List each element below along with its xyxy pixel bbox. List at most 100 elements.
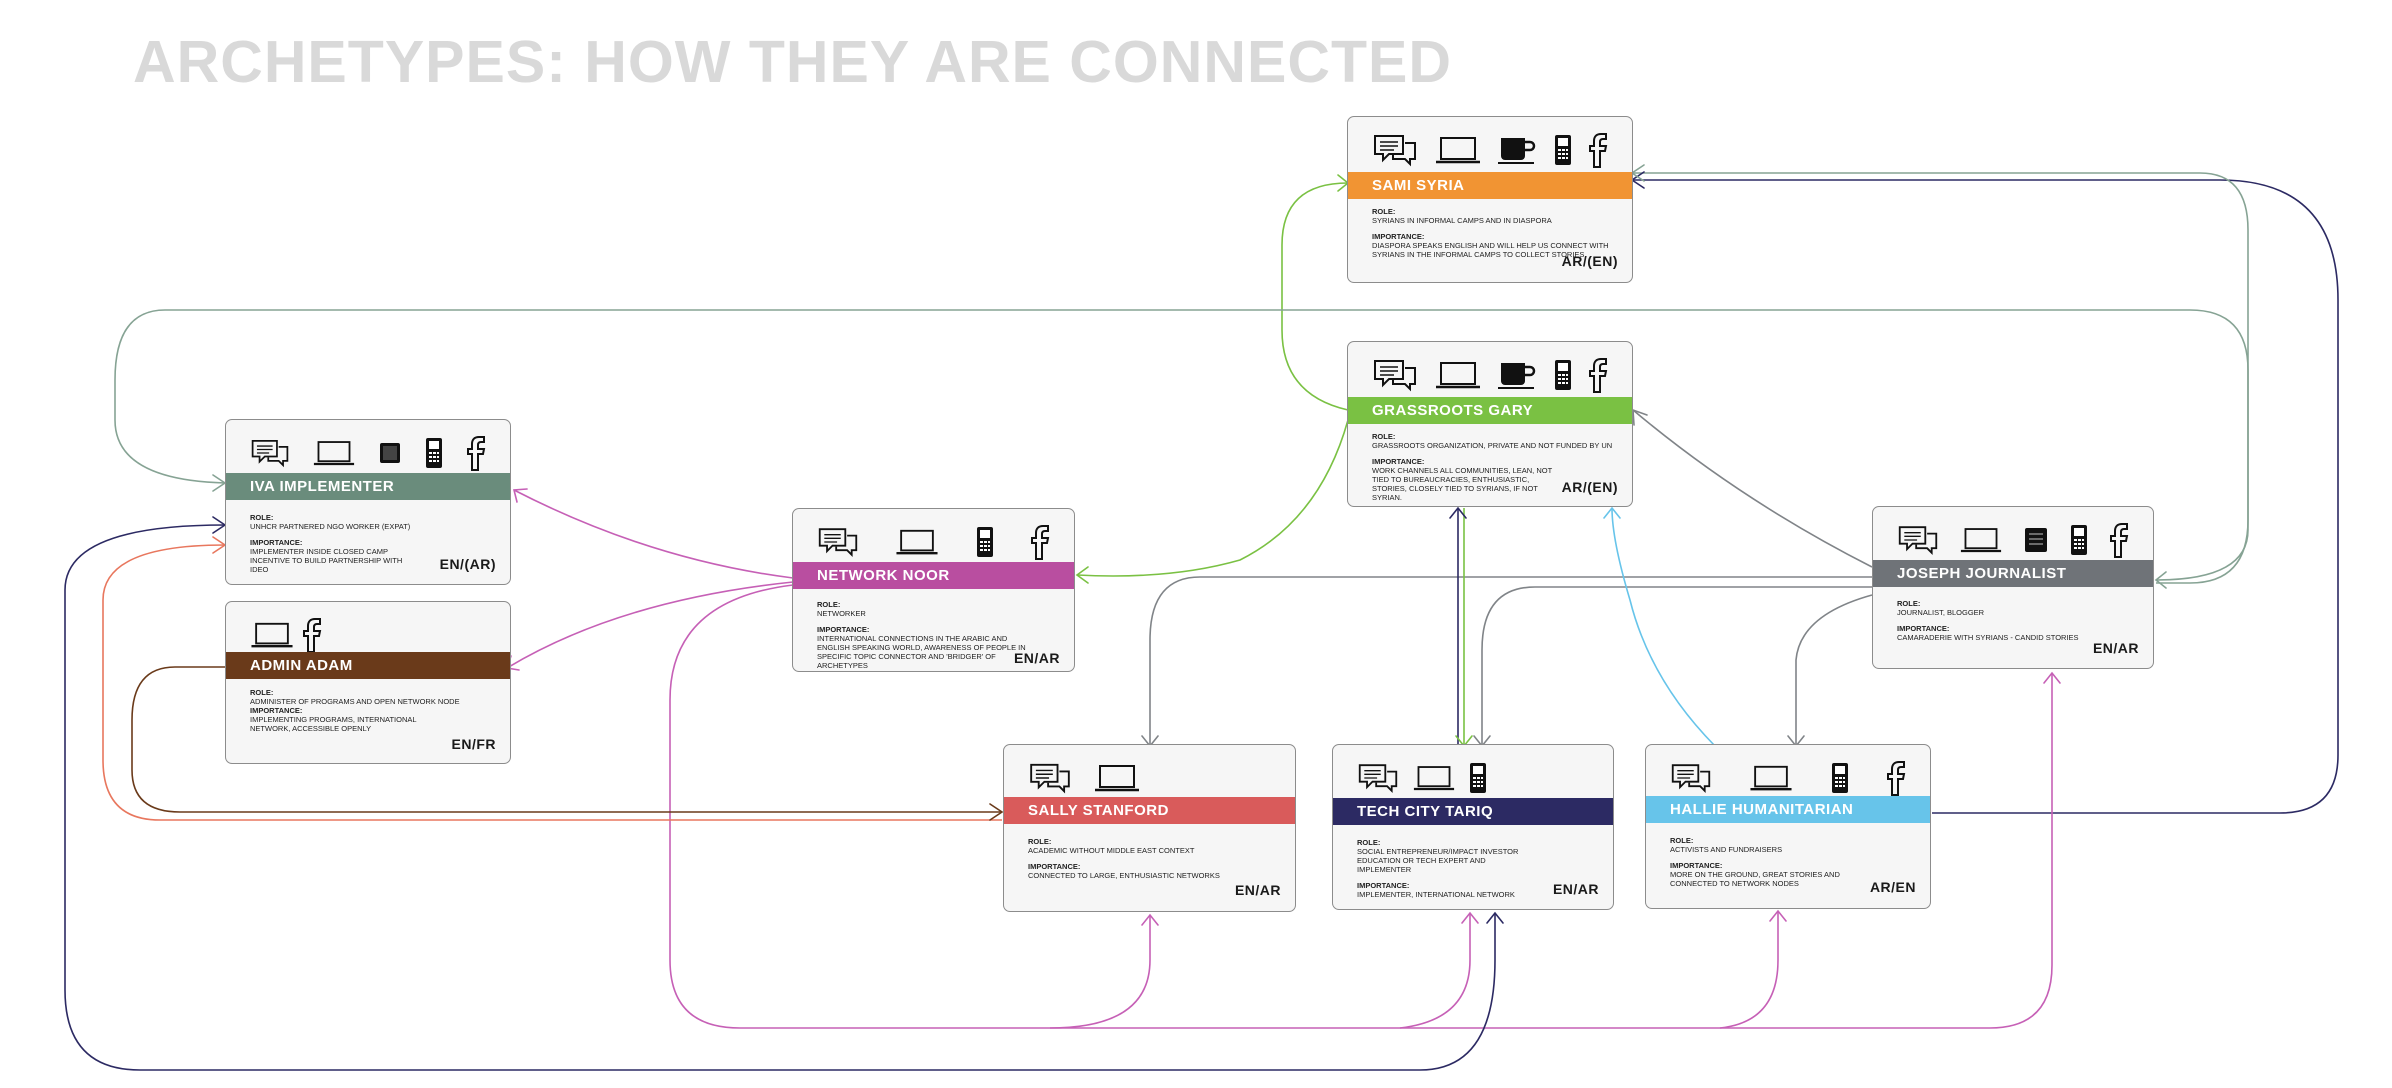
connector-sally-iva	[102, 544, 1002, 821]
role-label: ROLE:	[1357, 838, 1381, 847]
connector-hallie-sami	[1632, 179, 2339, 814]
phone-icon	[425, 432, 443, 474]
role-text: SOCIAL ENTREPRENEUR/IMPACT INVESTOR EDUC…	[1357, 847, 1519, 874]
facebook-icon	[466, 432, 486, 474]
connector-noor-bottom-loop	[669, 584, 2053, 1029]
connector-joseph-tariq	[1481, 586, 1872, 746]
role-text: ACADEMIC WITHOUT MIDDLE EAST CONTEXT	[1028, 846, 1195, 855]
importance-label: IMPORTANCE:	[1357, 881, 1410, 890]
card-hallie-humanitarian: HALLIE HUMANITARIAN ROLE: ACTIVISTS AND …	[1645, 744, 1931, 909]
card-name: TECH CITY TARIQ	[1333, 798, 1613, 825]
language-label: EN/FR	[451, 736, 496, 752]
role-text: ADMINISTER OF PROGRAMS AND OPEN NETWORK …	[250, 697, 460, 706]
language-label: AR/(EN)	[1561, 253, 1618, 269]
importance-label: IMPORTANCE:	[1028, 862, 1081, 871]
laptop-icon	[1413, 757, 1455, 799]
card-sami-syria: SAMI SYRIA ROLE: SYRIANS IN INFORMAL CAM…	[1347, 116, 1633, 283]
importance-text: IMPLEMENTER INSIDE CLOSED CAMP INCENTIVE…	[250, 547, 403, 574]
card-icons	[1372, 354, 1608, 396]
phone-icon	[1554, 129, 1572, 171]
card-name: SAMI SYRIA	[1348, 172, 1632, 199]
role-text: UNHCR PARTNERED NGO WORKER (EXPAT)	[250, 522, 411, 531]
role-label: ROLE:	[1372, 432, 1396, 441]
card-name: SALLY STANFORD	[1004, 797, 1295, 824]
laptop-icon	[313, 432, 355, 474]
card-name: HALLIE HUMANITARIAN	[1646, 796, 1930, 823]
card-icons	[1372, 129, 1608, 171]
laptop-icon	[1749, 757, 1793, 799]
connector-joseph-iva	[114, 309, 2249, 584]
language-label: EN/AR	[2092, 640, 2139, 656]
card-name: JOSEPH JOURNALIST	[1873, 560, 2153, 587]
tablet-icon	[378, 432, 402, 474]
connector-joseph-gary	[1632, 409, 1873, 568]
role-label: ROLE:	[250, 513, 274, 522]
card-network-noor: NETWORK NOOR ROLE: NETWORKER IMPORTANCE:…	[792, 508, 1075, 672]
importance-text: MORE ON THE GROUND, GREAT STORIES AND CO…	[1670, 870, 1840, 888]
mug-icon	[1497, 354, 1537, 396]
mug-icon	[1497, 129, 1537, 171]
laptop-icon	[1960, 519, 2002, 561]
facebook-icon	[1030, 521, 1050, 563]
connector-noor-adam	[506, 581, 794, 669]
card-name: ADMIN ADAM	[226, 652, 510, 679]
importance-label: IMPORTANCE:	[1670, 861, 1723, 870]
role-text: SYRIANS IN INFORMAL CAMPS AND IN DIASPOR…	[1372, 216, 1552, 225]
importance-text: IMPLEMENTER, INTERNATIONAL NETWORK	[1357, 890, 1515, 899]
chat-icon	[1028, 757, 1072, 799]
laptop-icon	[1094, 757, 1140, 799]
role-text: NETWORKER	[817, 609, 866, 618]
connector-tariq-iva	[64, 524, 1496, 1071]
card-name: GRASSROOTS GARY	[1348, 397, 1632, 424]
connector-joseph-hallie	[1795, 594, 1873, 746]
language-label: AR/EN	[1869, 879, 1916, 895]
card-icons	[1028, 757, 1271, 799]
connector-noor-hallie	[1719, 911, 1779, 1029]
facebook-icon	[1588, 129, 1608, 171]
card-sally-stanford: SALLY STANFORD ROLE: ACADEMIC WITHOUT MI…	[1003, 744, 1296, 912]
laptop-icon	[1435, 129, 1481, 171]
language-label: EN/AR	[1552, 881, 1599, 897]
connector-noor-sally	[1049, 915, 1151, 1029]
chat-icon	[817, 521, 859, 563]
facebook-icon	[2109, 519, 2129, 561]
card-name: NETWORK NOOR	[793, 562, 1074, 589]
role-label: ROLE:	[1897, 599, 1921, 608]
chat-icon	[1357, 757, 1399, 799]
role-label: ROLE:	[1372, 207, 1396, 216]
card-iva-implementer: IVA IMPLEMENTER ROLE: UNHCR PARTNERED NG…	[225, 419, 511, 585]
phone-icon	[1831, 757, 1849, 799]
connector-adam-sally	[131, 666, 1002, 813]
card-icons	[1670, 757, 1906, 799]
laptop-icon	[895, 521, 939, 563]
importance-label: IMPORTANCE:	[250, 538, 303, 547]
card-tech-city-tariq: TECH CITY TARIQ ROLE: SOCIAL ENTREPRENEU…	[1332, 744, 1614, 910]
card-icons	[250, 432, 486, 474]
card-name: IVA IMPLEMENTER	[226, 473, 510, 500]
connector-hallie-gary	[1611, 507, 1716, 747]
connector-joseph-sally	[1149, 576, 1872, 746]
importance-label: IMPORTANCE:	[250, 706, 303, 715]
chat-icon	[1670, 757, 1712, 799]
role-label: ROLE:	[250, 688, 274, 697]
connector-noor-iva	[513, 489, 794, 579]
importance-label: IMPORTANCE:	[1372, 232, 1425, 241]
role-label: ROLE:	[1670, 836, 1694, 845]
card-icons	[817, 521, 1050, 563]
role-text: GRASSROOTS ORGANIZATION, PRIVATE AND NOT…	[1372, 441, 1613, 450]
importance-label: IMPORTANCE:	[1372, 457, 1425, 466]
importance-label: IMPORTANCE:	[1897, 624, 1950, 633]
connector-noor-tariq	[1399, 913, 1471, 1029]
phone-icon	[2070, 519, 2088, 561]
card-grassroots-gary: GRASSROOTS GARY ROLE: GRASSROOTS ORGANIZ…	[1347, 341, 1633, 507]
card-admin-adam: ADMIN ADAM ROLE: ADMINISTER OF PROGRAMS …	[225, 601, 511, 764]
facebook-icon	[1886, 757, 1906, 799]
card-icons	[250, 614, 486, 656]
language-label: AR/(EN)	[1561, 479, 1618, 495]
phone-icon	[1469, 757, 1487, 799]
role-text: ACTIVISTS AND FUNDRAISERS	[1670, 845, 1783, 854]
chat-icon	[1897, 519, 1939, 561]
chat-icon	[250, 432, 290, 474]
importance-text: INTERNATIONAL CONNECTIONS IN THE ARABIC …	[817, 634, 1026, 670]
